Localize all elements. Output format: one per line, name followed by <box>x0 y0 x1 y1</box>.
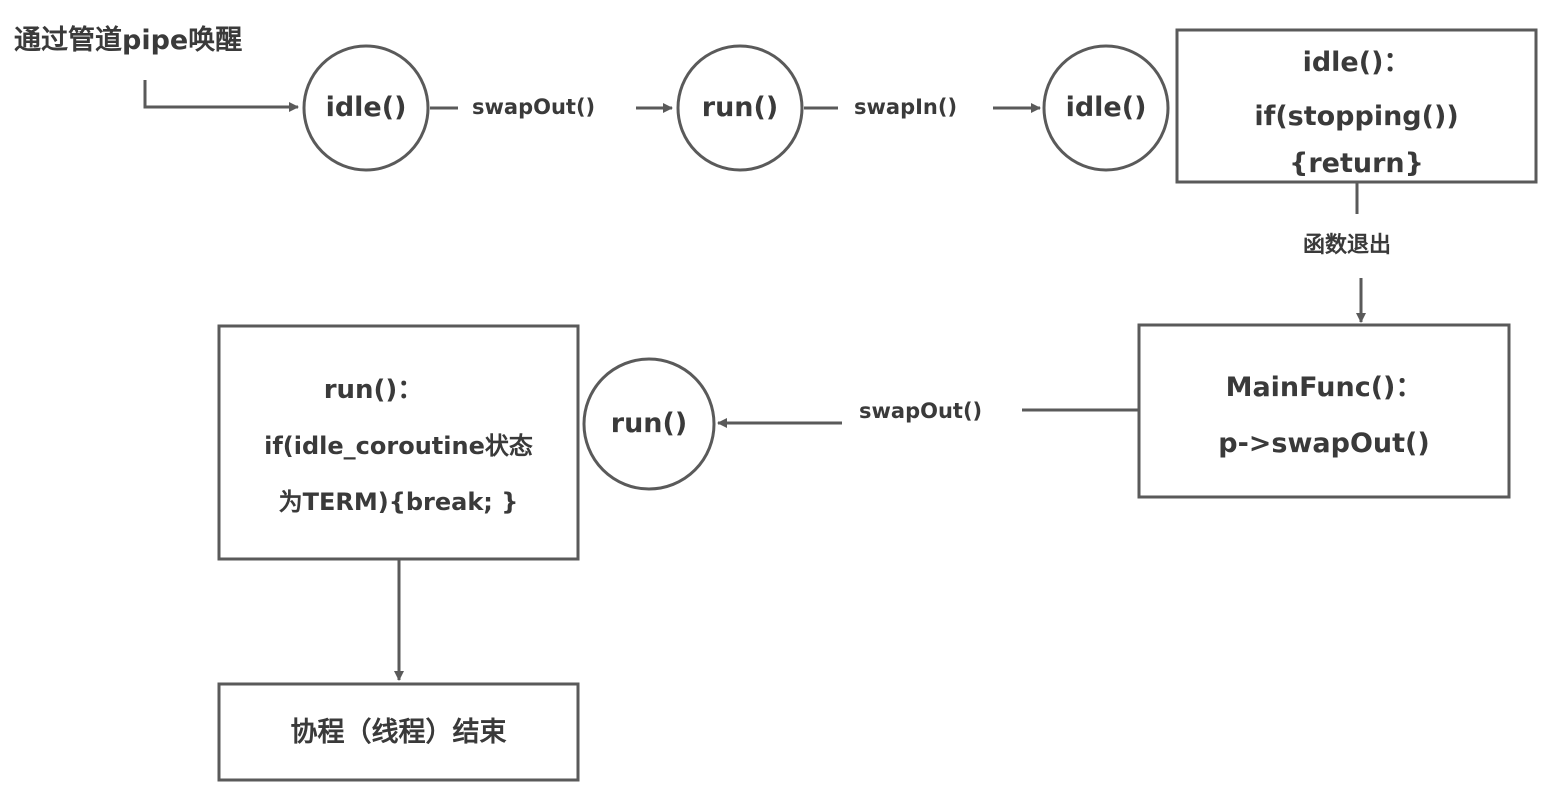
node-idle-1-circle <box>302 44 430 172</box>
edge-swap-out-2-label: swapOut() <box>859 399 983 423</box>
edge-swap-out-1-label: swapOut() <box>472 95 596 119</box>
box-idle-check-line3: {return} <box>1289 148 1424 179</box>
box-run-check-line3: 为TERM){break; } <box>278 488 519 516</box>
node-run-2-label: run() <box>610 408 688 439</box>
box-idle-check-line2: if(stopping()) <box>1254 101 1459 132</box>
node-run-1-circle <box>676 44 804 172</box>
box-main-func-text: MainFunc()： p->swapOut() <box>1142 360 1506 472</box>
box-run-check-line1: run()： <box>323 375 424 405</box>
node-run-2-circle <box>582 357 716 491</box>
box-run-check-line2: if(idle_coroutine状态 <box>264 432 533 460</box>
box-end <box>217 682 580 782</box>
start-label: 通过管道pipe唤醒 <box>14 25 243 56</box>
node-idle-2-circle <box>1042 44 1170 172</box>
start-connector <box>143 80 299 112</box>
box-idle-check <box>1175 28 1538 184</box>
box-run-check-text: run()： if(idle_coroutine状态 为TERM){break;… <box>222 362 575 530</box>
box-idle-check-line1: idle()： <box>1302 47 1411 78</box>
node-run-1-label: run() <box>701 92 779 123</box>
node-idle-2-label: idle() <box>1065 92 1147 123</box>
box-end-line1: 协程（线程）结束 <box>290 717 507 748</box>
edge-swap-in-label: swapIn() <box>854 95 958 119</box>
box-main-func <box>1137 323 1511 499</box>
box-end-text: 协程（线程）结束 <box>222 716 575 750</box>
node-idle-1-label: idle() <box>325 92 407 123</box>
box-idle-check-text: idle()： if(stopping()) {return} <box>1180 36 1533 184</box>
box-main-func-line2: p->swapOut() <box>1218 428 1430 459</box>
box-main-func-line1: MainFunc()： <box>1225 372 1423 403</box>
edge-function-exit-label: 函数退出 <box>1303 233 1392 258</box>
box-run-check <box>217 324 580 561</box>
